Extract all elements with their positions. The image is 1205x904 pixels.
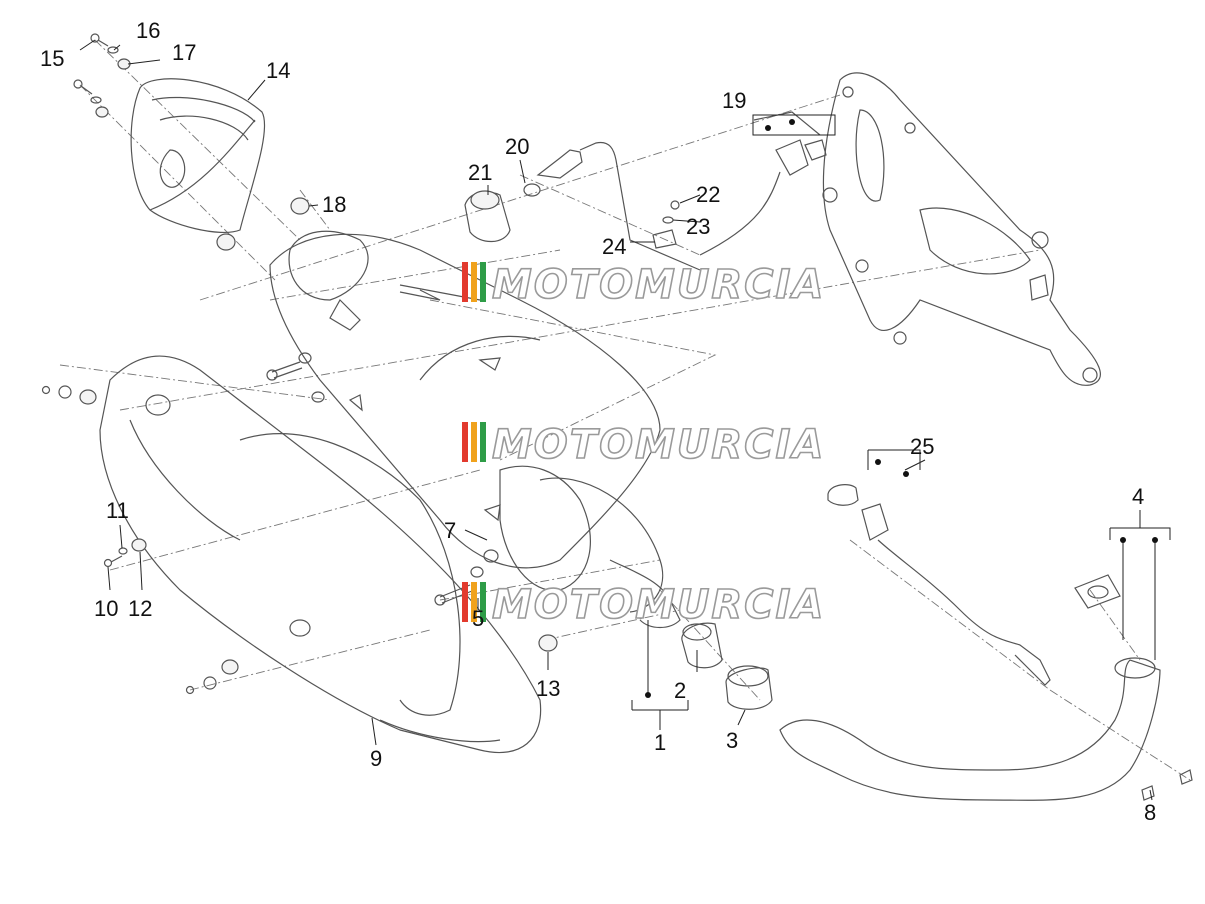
watermark: MOTOMURCIA	[462, 421, 825, 469]
label-14: 14	[266, 58, 290, 83]
label-23: 23	[686, 214, 710, 239]
part-connector	[699, 111, 827, 256]
label-25: 25	[910, 434, 934, 459]
label-3: 3	[726, 728, 738, 753]
label-24: 24	[602, 234, 626, 259]
leader-dots	[645, 119, 1158, 698]
label-2: 2	[674, 678, 686, 703]
label-20: 20	[505, 134, 529, 159]
watermark-stripe	[471, 582, 477, 622]
part-sensor-lead	[827, 484, 1051, 686]
part-hardware-left	[41, 385, 239, 695]
label-4: 4	[1132, 484, 1144, 509]
part-labels: 15 16 17 14 18 19 20 21 22 23 24 25 4 7 …	[40, 18, 1156, 825]
label-9: 9	[370, 746, 382, 771]
watermark: MOTOMURCIA	[462, 261, 825, 309]
watermark-stripe	[471, 422, 477, 462]
label-10: 10	[94, 596, 118, 621]
label-12: 12	[128, 596, 152, 621]
watermark-stripe	[462, 262, 468, 302]
watermark-stripe	[462, 422, 468, 462]
label-15: 15	[40, 46, 64, 71]
part-bracket-clip	[652, 200, 680, 249]
part-muffler-body	[269, 230, 681, 629]
label-22: 22	[696, 182, 720, 207]
label-21: 21	[468, 160, 492, 185]
part-heat-shield	[99, 355, 542, 754]
watermark-text: MOTOMURCIA	[492, 422, 825, 468]
watermark-stripe	[480, 582, 486, 622]
part-bolts-top	[73, 33, 131, 118]
part-mount-bolts	[266, 352, 499, 606]
watermark-stripe	[480, 422, 486, 462]
watermark-text: MOTOMURCIA	[492, 262, 825, 308]
part-clamps	[681, 622, 773, 710]
label-16: 16	[136, 18, 160, 43]
label-5: 5	[472, 606, 484, 631]
label-11: 11	[106, 498, 129, 523]
part-sensor-and-cap	[464, 141, 701, 271]
part-frame-bracket	[822, 72, 1101, 386]
label-8: 8	[1144, 800, 1156, 825]
watermark-stripe	[462, 582, 468, 622]
watermark-text: MOTOMURCIA	[492, 582, 825, 628]
assembly-lines	[59, 39, 1191, 781]
watermark-stripe	[480, 262, 486, 302]
label-1: 1	[654, 730, 666, 755]
watermark-stripe	[471, 262, 477, 302]
part-end-cap	[130, 78, 266, 234]
label-19: 19	[722, 88, 746, 113]
part-exhaust-pipe	[779, 574, 1193, 801]
label-17: 17	[172, 40, 196, 65]
leader-lines	[79, 39, 1171, 801]
watermark: MOTOMURCIA	[462, 581, 825, 629]
label-7: 7	[444, 518, 456, 543]
part-grommets	[216, 197, 558, 652]
label-13: 13	[536, 676, 560, 701]
label-18: 18	[322, 192, 346, 217]
